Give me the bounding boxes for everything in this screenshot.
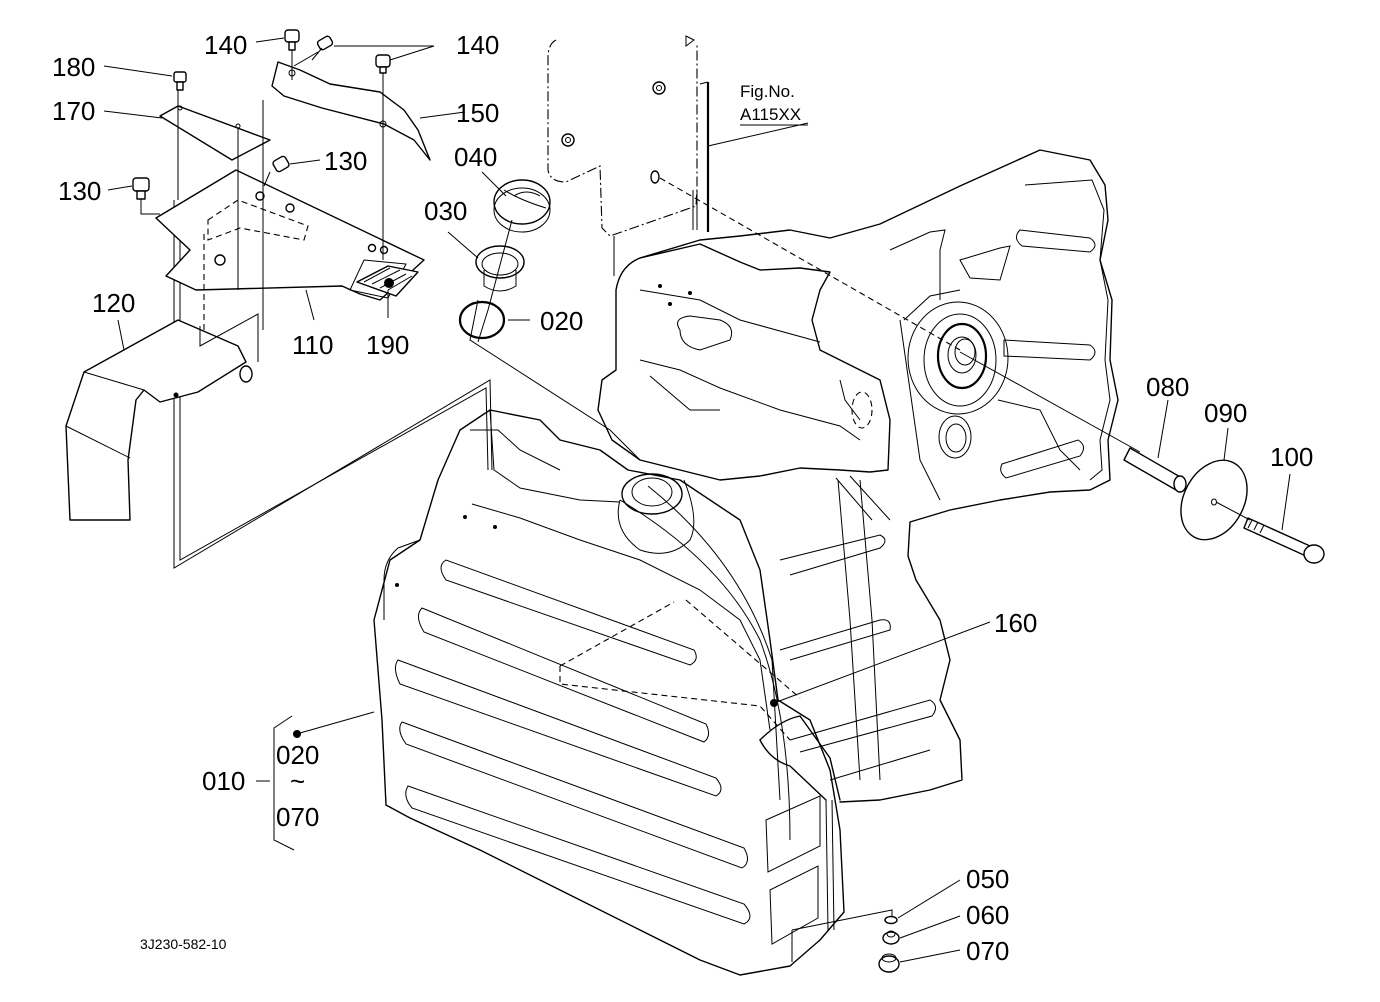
nut-icon	[561, 133, 575, 147]
part-060-drain-plug	[882, 930, 900, 945]
callout-020: 020	[540, 306, 583, 336]
callout-030: 030	[424, 196, 467, 226]
bolt-icon	[293, 35, 334, 67]
callout-080: 080	[1146, 372, 1189, 402]
callout-140: 140	[204, 30, 247, 60]
nut-icon	[650, 170, 660, 184]
part-020-o-ring	[458, 300, 506, 340]
callout-130: 130	[58, 176, 101, 206]
fig-no-value: A115XX	[740, 105, 801, 124]
bolt-icon	[263, 155, 290, 187]
assembly-range-separator: ~	[290, 766, 305, 796]
part-110-mounting-plate	[155, 169, 425, 330]
fuel-tank	[373, 409, 845, 976]
callout-120: 120	[92, 288, 135, 318]
callout-dot	[293, 730, 301, 738]
drain-boss	[938, 415, 972, 459]
callout-100: 100	[1270, 442, 1313, 472]
callout-040: 040	[454, 142, 497, 172]
mounting-boss	[907, 301, 1009, 415]
assembly-callout-010: 010	[202, 766, 245, 796]
frame-housing	[639, 149, 1119, 803]
leader-lines	[103, 37, 1291, 963]
assembly-range-from: 020	[276, 740, 319, 770]
tank-upper-body	[597, 243, 891, 481]
part-070-drain-cap	[878, 953, 900, 973]
bolt-icon	[375, 54, 391, 260]
bolt-icon	[284, 29, 300, 80]
callout-070: 070	[966, 936, 1009, 966]
bolt-icon	[132, 177, 160, 215]
part-040-fuel-cap	[493, 179, 551, 233]
callout-110: 110	[292, 330, 333, 360]
callout-150: 150	[456, 98, 499, 128]
filler-opening	[617, 473, 695, 554]
document-code: 3J230-582-10	[140, 936, 227, 952]
part-100-flange-bolt	[1243, 517, 1325, 564]
callout-170: 170	[52, 96, 95, 126]
fig-no-label: Fig.No.	[740, 82, 795, 101]
callout-090: 090	[1204, 398, 1247, 428]
assembly-range-to: 070	[276, 802, 319, 832]
callout-060: 060	[966, 900, 1009, 930]
part-090-washer	[1180, 459, 1248, 541]
callout-160: 160	[994, 608, 1037, 638]
nut-icon	[652, 81, 666, 95]
bolt-icon	[173, 71, 187, 91]
callout-labels: 140 140 180 170 150 130 130 040 030 020 …	[52, 30, 1313, 966]
part-030-filler-neck	[475, 245, 525, 292]
callout-140: 140	[456, 30, 499, 60]
assembly-bracket	[256, 715, 295, 851]
callout-050: 050	[966, 864, 1009, 894]
callout-180: 180	[52, 52, 95, 82]
drain-parts	[791, 909, 900, 973]
part-190-label-plate	[356, 265, 419, 297]
part-170-cover-plate	[159, 105, 271, 161]
part-050-gasket	[884, 915, 898, 925]
part-080-collar	[1123, 447, 1187, 493]
part-120-side-cover	[65, 313, 259, 521]
callout-190: 190	[366, 330, 409, 360]
rear-panel	[547, 35, 961, 351]
callout-130: 130	[324, 146, 367, 176]
